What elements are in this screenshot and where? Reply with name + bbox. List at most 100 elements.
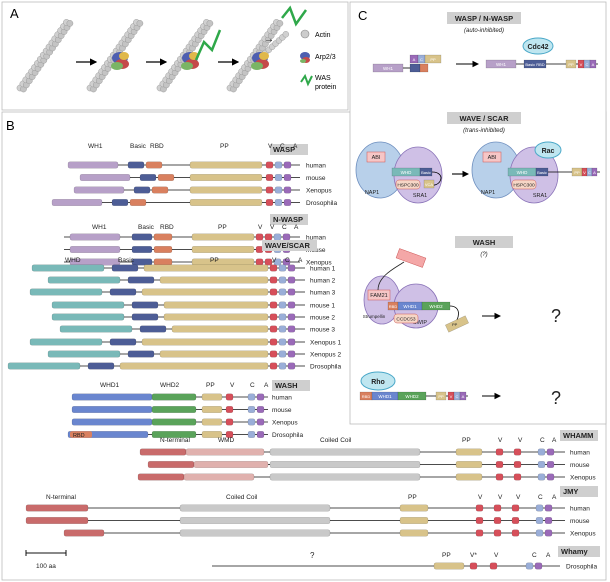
domain-v [269,313,278,321]
c-wash-bottom-rbd-label: RBD [362,394,371,399]
nwasp-label-basic: Basic [138,224,155,231]
domain-v [225,406,234,413]
whamm-wmd [185,448,265,456]
wave-basic [131,313,159,321]
jmy-nterm [25,504,89,512]
c-wasp-right-a [589,59,597,69]
nwasp-label-v1: V [258,224,263,231]
domain-a [287,288,296,296]
wasp-label-wh1: WH1 [88,143,103,150]
jmy-title: JMY [563,487,578,496]
c-wave-left-nap1-label: NAP1 [365,190,379,196]
was-protein-released [281,5,308,27]
wash-whd1 [71,418,153,426]
nwasp-label-rbd: RBD [160,224,174,231]
domain-v [475,504,484,512]
wave-basic [127,276,155,284]
wave-label-a: A [298,257,303,264]
wave-label-whd: WHD [65,257,81,264]
nwasp-pp [191,233,255,241]
jmy-species-0: human [570,506,590,513]
c-wasp-right-pp [565,59,577,69]
whamm-cc [269,448,421,456]
wasp-species-3: Drosophila [306,200,337,207]
panel-label-b: B [6,118,15,133]
wave-pp [141,288,269,296]
whamm-wmd [193,461,269,468]
whamm-wmd [183,473,255,481]
c-wasp-right-basic-label: Basic RBD [525,62,544,67]
legend-was1: WAS [315,75,331,82]
c-wasp-left-basic [409,63,421,73]
jmy-species-2: Xenopus [570,531,596,538]
jmy-nterm [25,517,89,524]
domain-c [273,258,282,266]
wasp-rbd [145,161,163,169]
nwasp-wh1 [69,233,121,241]
wasp-rbd [151,186,169,194]
whamy-title: Whamy [561,547,589,556]
wave-label-c: C [285,257,290,264]
cdc42-bubble [522,37,554,55]
wave-pp [159,276,269,284]
domain-v [264,233,273,241]
domain-c [278,350,287,358]
c-wash-bottom-pp-label: PP [438,394,444,399]
c-wash-q1: ? [551,306,561,326]
wasp-species-0: human [306,163,326,170]
c-wash-q2: ? [551,388,561,408]
whamm-label-cc: Coiled Coil [320,437,352,444]
domain-a [283,161,292,169]
whamm-nterm [147,461,195,468]
nwasp-label-v2: V [270,224,275,231]
wasp-rbd [129,199,147,206]
nwasp-rbd [153,233,173,241]
c-wave-right-basic-label: Basic [537,170,547,175]
domain-v [265,186,274,194]
domain-v [255,246,264,253]
domain-a [287,338,296,346]
wasp-label-c: C [280,143,285,150]
legend-arp: Arp2/3 [315,54,336,61]
whamm-species-0: human [570,450,590,457]
domain-v [225,431,234,438]
wave-pp [171,325,269,333]
whamm-species-2: Xenopus [570,475,596,482]
jmy-label-cc: Coiled Coil [226,494,258,501]
jmy-species-1: mouse [570,518,590,525]
jmy-label-c: C [538,494,543,501]
wave-whd [47,350,121,358]
c-wasp-left-rbd [419,63,429,73]
domain-a [544,517,553,524]
c-wave-left-vca-label: VCA [425,182,434,187]
wave-basic [139,325,167,333]
domain-a [283,174,292,181]
wasp-label-basic: Basic [130,143,147,150]
wave-whd [29,288,103,296]
wave-species-1: human 2 [310,278,336,285]
whamm-label-nterm: N-terminal [160,437,191,444]
domain-a [283,199,292,206]
wasp-basic [133,186,151,194]
c-wasp-right-wh1 [485,59,517,69]
nwasp-pp [191,258,255,266]
actin-filaments [16,19,289,93]
jmy-label-v3: V [516,494,521,501]
rho-label: Rho [371,379,385,386]
c-wash-bottom-a [459,391,467,401]
whamy-label-c: C [532,552,537,559]
whamm-pp [455,461,483,468]
jmy-cc [179,504,331,512]
c-wave-left-whd-label: WHD [401,170,412,175]
c-wash-fam21-domain [395,248,427,268]
wasp-basic [127,161,145,169]
nwasp-label-pp: PP [218,224,227,231]
c-wash-whd1-label: WHD1 [403,304,417,309]
actin-legend-icon [300,29,310,39]
wasp-species-2: Xenopus [306,188,332,195]
svg-text:→: → [264,34,274,45]
wave-basic [131,301,159,309]
was-legend-icon [300,73,313,87]
